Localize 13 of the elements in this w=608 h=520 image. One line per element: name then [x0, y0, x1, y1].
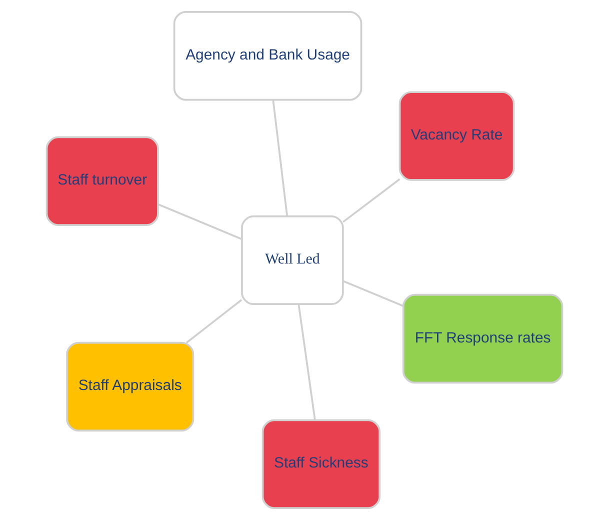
node-box: Well Led	[240, 215, 344, 306]
connector	[157, 204, 242, 240]
node-box: Staff Sickness	[261, 419, 380, 510]
node-box: Agency and Bank Usage	[172, 10, 362, 101]
node-box: Staff turnover	[45, 136, 158, 226]
connector	[272, 100, 288, 216]
connector	[297, 304, 316, 420]
connector	[342, 178, 400, 223]
node-box: Vacancy Rate	[398, 91, 514, 181]
node-box: Staff Appraisals	[66, 342, 194, 432]
connector	[342, 280, 404, 307]
node-box: FFT Response rates	[402, 294, 563, 384]
connector	[185, 299, 242, 344]
